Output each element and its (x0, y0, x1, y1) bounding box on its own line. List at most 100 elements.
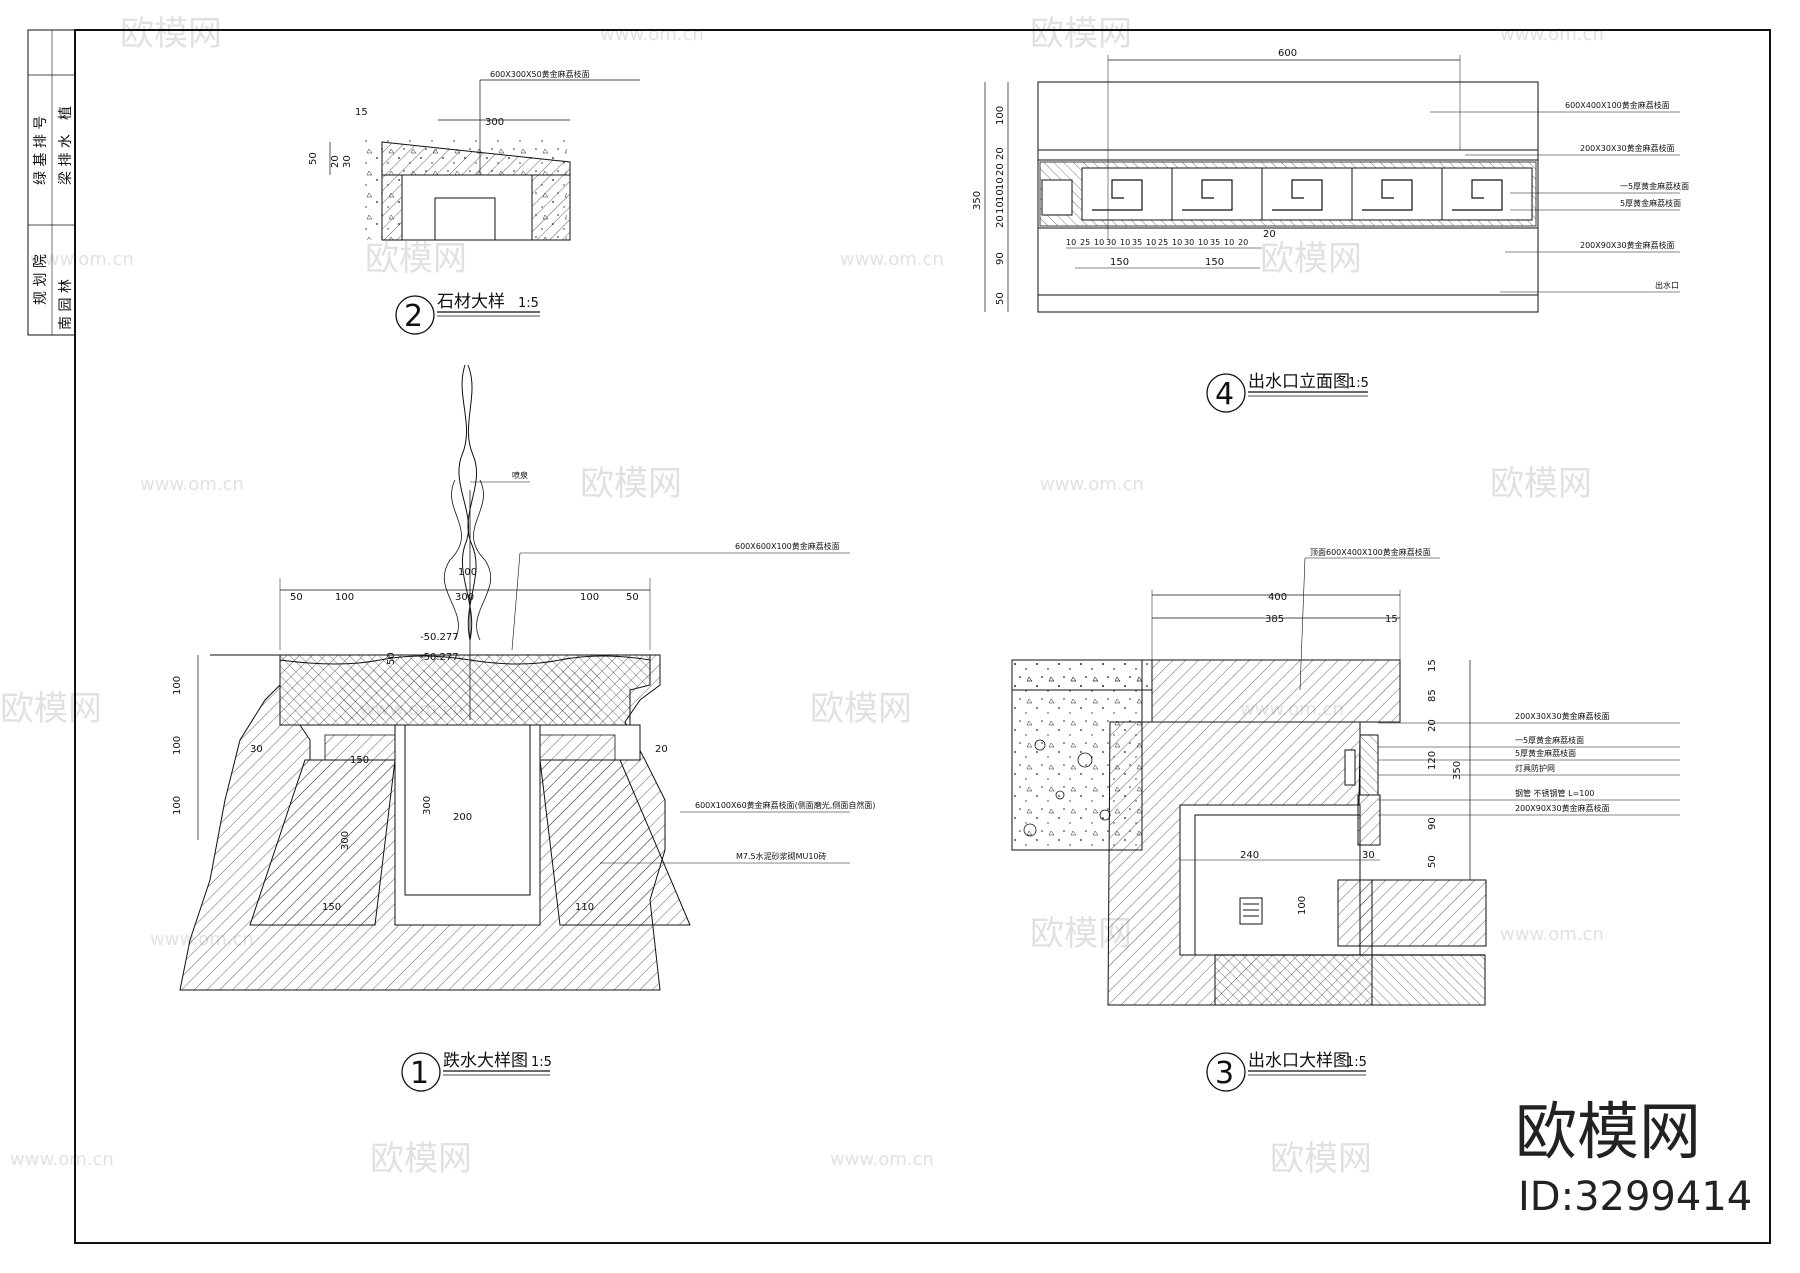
detail-title: 跌水大样图 (443, 1051, 528, 1071)
watermark-logo: 欧模网 (580, 464, 682, 504)
callout-text: 5厚黄金麻荔枝面 (1620, 198, 1681, 208)
dim-label: 10 (995, 189, 1006, 202)
callout-text: 600X300X50黄金麻荔枝面 (490, 69, 590, 79)
watermark-logo: 欧模网 (1490, 464, 1592, 504)
watermark-url: www.om.cn (1040, 474, 1144, 495)
detail-2-stone: 300 50 20 30 15 600X300X50黄金麻荔枝面 2 石材大样 … (308, 69, 640, 335)
dim-label: 50 (1427, 855, 1438, 868)
dim-label: 100 (1297, 896, 1308, 915)
dim-label: 100 (335, 592, 354, 603)
sheet-border (74, 29, 1771, 1244)
watermark-logo: 欧模网 (1260, 239, 1362, 279)
dim-label: 300 (422, 796, 433, 815)
dim-label: 300 (455, 592, 474, 603)
dim-label: 20 (655, 744, 668, 755)
dim-label: 150 (1110, 257, 1129, 268)
callout-text: 200X30X30黄金麻荔枝面 (1515, 711, 1610, 721)
watermark-url: www.om.cn (830, 1149, 934, 1170)
brand-name: 欧模网 (1515, 1095, 1701, 1168)
dim-label: 90 (1427, 817, 1438, 830)
callout-text: 600X100X60黄金麻荔枝面(侧面磨光,侧面自然面) (695, 800, 875, 810)
dim-label: 240 (1240, 850, 1259, 861)
dim-label: 50 (995, 292, 1006, 305)
dim-label: 20 (1263, 229, 1276, 240)
dim-label: 120 (1427, 751, 1438, 770)
detail-1-water-drop: 50 100 300 100 50 100 -50.277 -50.277 50… (172, 364, 875, 1092)
watermark-logo: 欧模网 (370, 1139, 472, 1179)
dim-label: 10 (1146, 238, 1156, 247)
dim-label: 30 (1184, 238, 1194, 247)
dim-label: 20 (330, 155, 341, 168)
dim-label: 100 (580, 592, 599, 603)
dim-label: 400 (1268, 592, 1287, 603)
brand-id: ID:3299414 (1518, 1174, 1752, 1220)
dim-label: 150 (322, 902, 341, 913)
dim-label: 20 (995, 147, 1006, 160)
dim-label: 10 (1066, 238, 1076, 247)
callout-text: M7.5水泥砂浆砌MU10砖 (736, 851, 827, 861)
callout-text: 钢管 不锈钢管 L=100 (1515, 788, 1595, 798)
dim-label: 50 (290, 592, 303, 603)
dim-label: 600 (1278, 48, 1297, 59)
detail-number-circle (1206, 1052, 1246, 1092)
watermark-logo: 欧模网 (365, 239, 467, 279)
title-block-row: 植 (58, 106, 74, 120)
callout-text: 出水口 (1655, 280, 1679, 290)
dim-label: 15 (1427, 659, 1438, 672)
dim-label: 110 (575, 902, 594, 913)
level-mark: -50.277 (420, 652, 459, 663)
title-block: 植 梁 排 水 绿 基 排 号 规 划 院 南 园 林 (27, 29, 76, 336)
dim-label: 100 (172, 796, 183, 815)
dim-label: 150 (350, 755, 369, 766)
dim-label: 300 (485, 117, 504, 128)
dim-label: 35 (1210, 238, 1220, 247)
dim-label: 150 (1205, 257, 1224, 268)
level-mark: -50.277 (420, 632, 459, 643)
detail-number-circle (401, 1052, 441, 1092)
dim-label: 30 (342, 155, 353, 168)
dim-label: 200 (453, 812, 472, 823)
detail-4-outlet-elevation: 600 100 20 20 10 10 10 20 90 50 350 20 1… (972, 48, 1689, 413)
callout-text: 200X30X30黄金麻荔枝面 (1580, 143, 1675, 153)
dim-label: 10 (1172, 238, 1182, 247)
dim-label: 100 (172, 676, 183, 695)
dim-label: 10 (995, 201, 1006, 214)
dim-label: 30 (250, 744, 263, 755)
dim-label: 15 (355, 107, 368, 118)
title-block-row: 南 园 林 (58, 279, 74, 330)
dim-label: 385 (1265, 614, 1284, 625)
dim-label: 50 (386, 652, 397, 665)
callout-text: 灯具防护网 (1515, 763, 1555, 773)
detail-title: 出水口大样图 (1248, 1051, 1350, 1071)
dim-label: 35 (1132, 238, 1142, 247)
watermark-url: www.om.cn (840, 249, 944, 270)
watermark-logo: 欧模网 (0, 689, 102, 729)
dim-label: 30 (1362, 850, 1375, 861)
title-block-row: 规 划 院 (33, 254, 49, 305)
dim-label: 20 (1427, 719, 1438, 732)
dim-label: 50 (626, 592, 639, 603)
callout-text: 200X90X30黄金麻荔枝面 (1515, 803, 1610, 813)
callout-text: 5厚黄金麻荔枝面 (1515, 748, 1576, 758)
detail-number: 2 (404, 299, 423, 334)
title-block-row: 绿 基 排 号 (32, 116, 49, 185)
detail-scale: 1:5 (531, 1055, 552, 1070)
detail-number: 3 (1215, 1056, 1234, 1091)
dim-label: 50 (308, 152, 319, 165)
dim-label: 100 (458, 567, 477, 578)
callout-text: 600X600X100黄金麻荔枝面 (735, 541, 840, 551)
watermark-url: www.om.cn (1500, 24, 1604, 45)
dim-label: 25 (1158, 238, 1168, 247)
watermark-logo: 欧模网 (1270, 1139, 1372, 1179)
dim-label: 10 (1120, 238, 1130, 247)
watermark-url: www.om.cn (1500, 924, 1604, 945)
callout-text: 喷泉 (512, 470, 528, 480)
detail-title: 出水口立面图 (1248, 372, 1350, 392)
callout-text: 200X90X30黄金麻荔枝面 (1580, 240, 1675, 250)
watermark-url: www.om.cn (10, 1149, 114, 1170)
dim-label: 100 (172, 736, 183, 755)
title-block-row: 梁 排 水 (58, 134, 74, 185)
dim-label: 100 (995, 106, 1006, 125)
dim-label: 300 (340, 831, 351, 850)
